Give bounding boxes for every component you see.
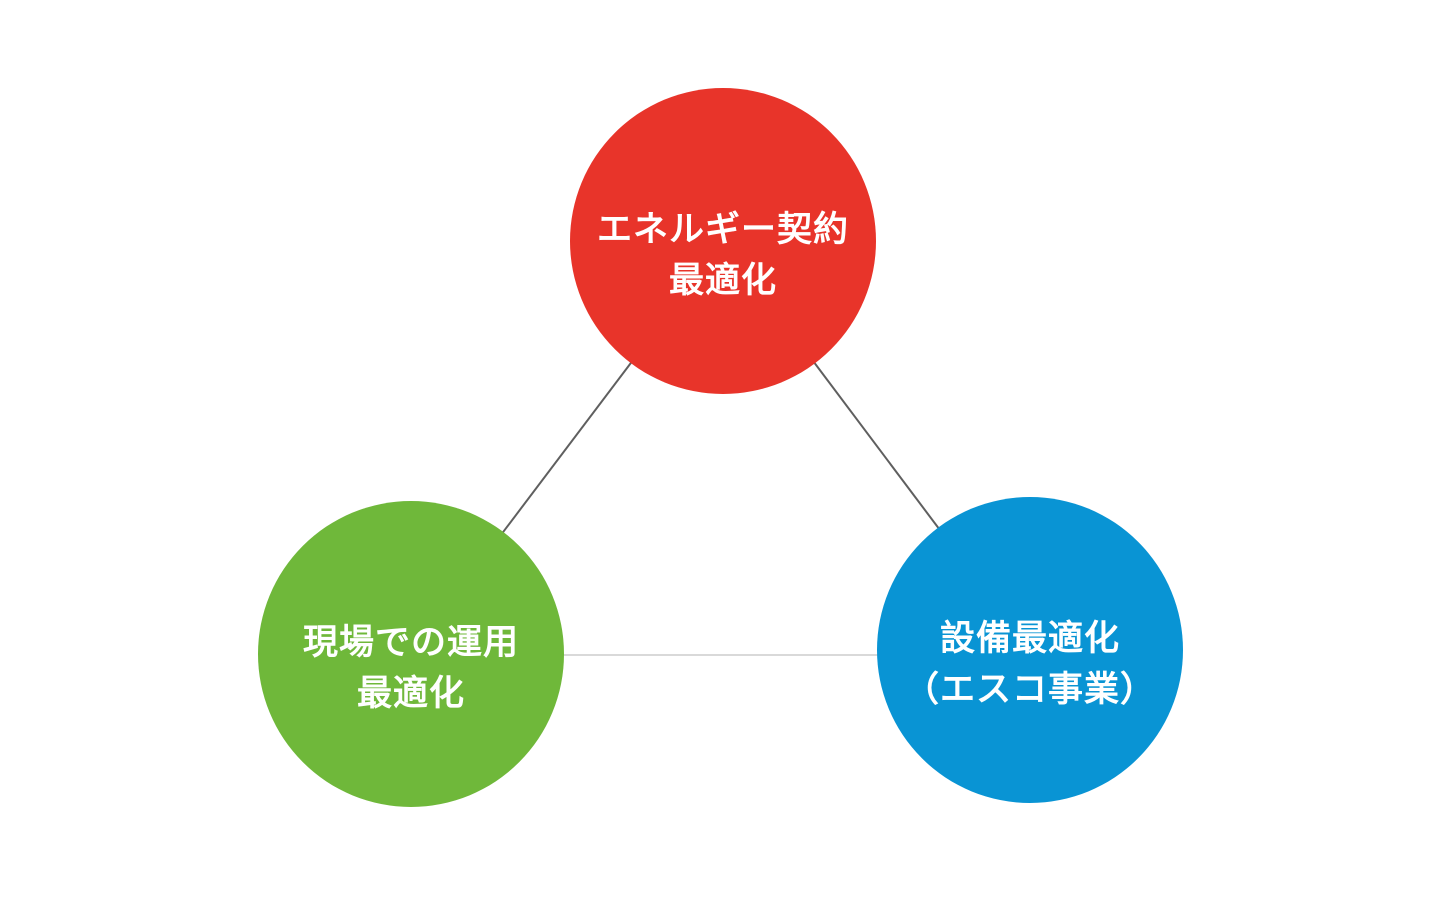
node-energy-contract-optimization: エネルギー契約 最適化 [570, 88, 876, 394]
node-onsite-operation-optimization: 現場での運用 最適化 [258, 501, 564, 807]
node-label-line: 最適化 [356, 674, 465, 713]
node-label: エネルギー契約 最適化 [597, 204, 849, 306]
node-label-line: エネルギー契約 [596, 209, 849, 249]
node-label-line: （エスコ事業） [903, 670, 1156, 709]
node-equipment-optimization-esco: 設備最適化 （エスコ事業） [877, 497, 1183, 803]
node-label-line: 現場での運用 [302, 622, 519, 662]
node-label-line: 設備最適化 [939, 618, 1120, 658]
node-label: 設備最適化 （エスコ事業） [904, 613, 1156, 715]
node-label-line: 最適化 [668, 261, 777, 300]
node-label: 現場での運用 最適化 [303, 617, 519, 719]
